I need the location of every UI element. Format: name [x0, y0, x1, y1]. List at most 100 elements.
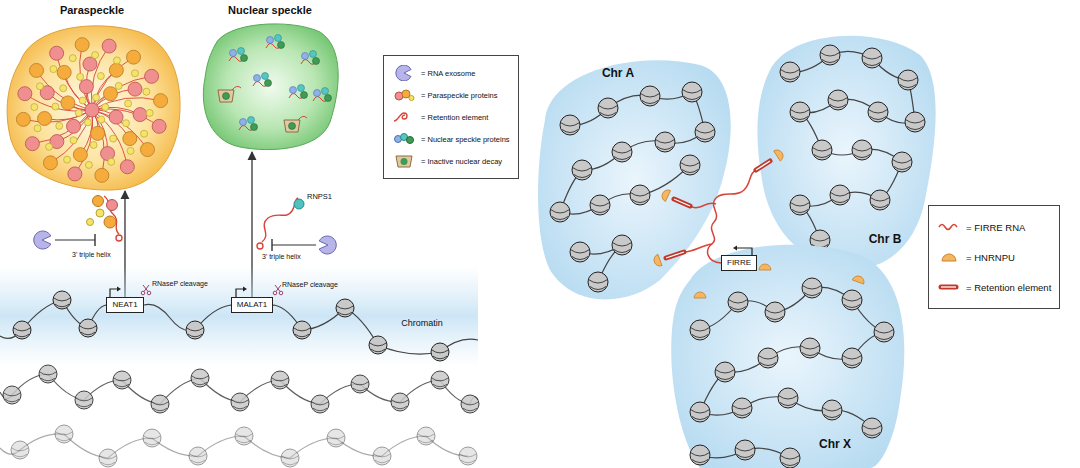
drawing-part: [75, 38, 89, 52]
drawing-part: [417, 427, 435, 445]
drawing-part: [92, 57, 134, 110]
drawing-part: [41, 378, 55, 381]
drawing-part: [102, 104, 109, 111]
drawing-part: [113, 57, 120, 64]
drawing-part: [552, 217, 568, 220]
drawing-part: [295, 334, 309, 337]
drawing-part: [143, 285, 149, 292]
drawing-part: [655, 132, 675, 152]
drawing-part: [779, 396, 798, 400]
drawing-part: [69, 55, 76, 62]
drawing-part: [311, 395, 329, 413]
drawing-part: [612, 235, 632, 255]
drawing-part: [145, 69, 159, 83]
drawing-part: [802, 278, 822, 298]
drawing-part: [103, 87, 117, 101]
drawing-part: [189, 447, 207, 465]
drawing-part: [61, 96, 75, 110]
drawing-part: [0, 266, 478, 366]
drawing-part: [832, 200, 848, 203]
drawing-part: [765, 302, 785, 322]
drawing-part: [716, 370, 735, 374]
paraspeckle-blob: Paraspeckle: [3, 2, 183, 191]
drawing-part: [265, 80, 272, 87]
drawing-part: [375, 460, 389, 463]
drawing-part: [293, 321, 311, 339]
drawing-part: [829, 98, 848, 102]
drawing-part: [278, 42, 285, 49]
drawing-part: [99, 449, 117, 467]
drawing-part: [828, 90, 848, 110]
drawing-part: [682, 82, 702, 102]
drawing-part: [115, 82, 122, 89]
drawing-part: [153, 408, 167, 411]
drawing-part: [461, 395, 479, 413]
drawing-part: [842, 348, 862, 368]
drawing-part: [791, 110, 810, 114]
node-title: Chr A: [602, 66, 634, 80]
drawing-part: [640, 86, 660, 106]
gene-name: NEAT1: [112, 300, 137, 310]
drawing-part: [133, 108, 147, 122]
drawing-part: [109, 63, 123, 77]
exosome-inhibition-left: [34, 231, 95, 249]
drawing-part: [30, 63, 44, 77]
drawing-part: [612, 142, 632, 162]
drawing-part: [572, 257, 588, 260]
drawing-part: [53, 291, 71, 309]
drawing-part: [905, 112, 925, 132]
drawing-part: [56, 122, 63, 129]
drawing-part: [70, 137, 77, 144]
drawing-part: [898, 70, 918, 90]
drawing-part: [690, 402, 710, 422]
drawing-part: [765, 302, 785, 322]
drawing-part: [631, 193, 650, 197]
drawing-part: [293, 321, 311, 339]
drawing-part: [373, 447, 391, 465]
drawing-part: [844, 305, 860, 308]
drawing-part: [409, 96, 414, 101]
drawing-part: [284, 120, 300, 132]
drawing-part: [692, 460, 708, 463]
drawing-part: [289, 123, 296, 130]
drawing-part: [733, 406, 752, 410]
gene-box: NEAT1: [106, 297, 143, 313]
gene-name: MALAT1: [237, 300, 268, 310]
drawing-part: [338, 312, 352, 315]
drawing-part: [311, 395, 329, 413]
drawing-part: [238, 48, 245, 55]
drawing-part: [391, 393, 409, 411]
drawing-part: [641, 94, 660, 98]
drawing-part: [692, 335, 708, 338]
drawing-part: [302, 53, 309, 60]
drawing-part: [791, 203, 810, 207]
drawing-part: [831, 193, 850, 197]
drawing-part: [143, 429, 161, 447]
drawing-part: [373, 447, 391, 465]
drawing-part: [872, 205, 888, 208]
drawing-part: [656, 140, 675, 144]
drawing-part: [95, 168, 109, 182]
drawing-part: [5, 399, 19, 402]
drawing-part: [254, 75, 261, 82]
drawing-part: [351, 375, 369, 393]
malat1-intermediate: [257, 198, 304, 249]
drawing-part: [189, 447, 207, 465]
drawing-part: [99, 456, 116, 459]
drawing-part: [572, 160, 592, 180]
drawing-part: [262, 73, 269, 80]
drawing-part: [419, 440, 433, 443]
drawing-part: [396, 65, 411, 81]
drawing-part: [680, 155, 700, 175]
drawing-part: [3, 386, 21, 404]
drawing-part: [123, 120, 130, 127]
drawing-part: [459, 454, 476, 457]
annotation-label: 3' triple helix: [262, 253, 301, 261]
paraspeckle-blob-shape: [3, 2, 183, 191]
drawing-part: [852, 274, 865, 284]
legend-text: = FIRRE RNA: [966, 222, 1025, 233]
drawing-part: [75, 391, 93, 409]
drawing-part: [431, 371, 449, 389]
drawing-part: [804, 293, 820, 296]
drawing-part: [666, 252, 684, 258]
